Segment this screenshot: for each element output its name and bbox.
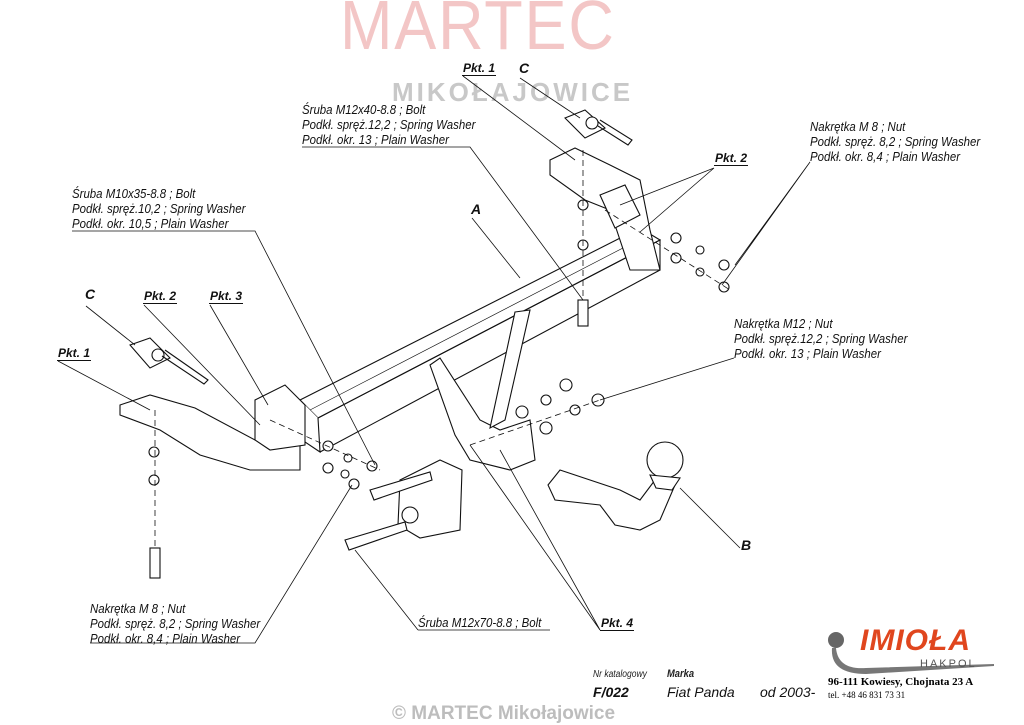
label-pkt2-left: Pkt. 2 [143, 289, 178, 304]
bracket-right [549, 147, 661, 271]
label-pkt3: Pkt. 3 [209, 289, 244, 304]
manufacturer-logo: IMIOŁA [860, 624, 971, 657]
callout-nut-m12: Nakrętka M12 ; Nut Podkł. spręż.12,2 ; S… [734, 316, 907, 361]
clamp-c [129, 109, 633, 385]
callout-bolt-m12x40: Śruba M12x40-8.8 ; Bolt Podkł. spręż.12,… [302, 102, 475, 147]
crossbar-a [299, 227, 662, 454]
bracket-left [119, 384, 306, 471]
callout-line: Nakrętka M 8 ; Nut [810, 119, 906, 134]
manufacturer-address: 96-111 Kowiesy, Chojnata 23 A [828, 676, 974, 688]
leader-lines [57, 75, 811, 644]
brand-label: Marka [667, 668, 695, 680]
brand-value: Fiat Panda [667, 684, 735, 700]
label-part-a: A [471, 201, 482, 217]
manufacturer-phone: tel. +48 46 831 73 31 [828, 690, 906, 700]
watermark-brand: MARTEC [340, 0, 616, 64]
callout-line: Podkł. spręż.12,2 ; Spring Washer [734, 331, 908, 346]
label-pkt1-left: Pkt. 1 [57, 346, 92, 361]
callout-bolt-m12x70: Śruba M12x70-8.8 ; Bolt [418, 615, 542, 630]
callout-line: Podkł. spręż.12,2 ; Spring Washer [302, 117, 476, 132]
label-part-c-left: C [85, 286, 96, 302]
callout-line: Podkł. spręż. 8,2 ; Spring Washer [90, 616, 261, 631]
callout-line: Śruba M12x40-8.8 ; Bolt [302, 102, 426, 117]
callout-line: Śruba M10x35-8.8 ; Bolt [72, 186, 196, 201]
callout-line: Podkł. okr. 13 ; Plain Washer [734, 346, 881, 361]
callout-nut-m8-top: Nakrętka M 8 ; Nut Podkł. spręż. 8,2 ; S… [810, 119, 980, 164]
callout-bolt-m10x35: Śruba M10x35-8.8 ; Bolt Podkł. spręż.10,… [72, 186, 245, 231]
callout-line: Nakrętka M12 ; Nut [734, 316, 833, 331]
towball-b [547, 441, 684, 531]
assembly-axes [154, 150, 731, 548]
callout-line: Podkł. okr. 13 ; Plain Washer [302, 132, 449, 147]
callout-line: Podkł. spręż. 8,2 ; Spring Washer [810, 134, 981, 149]
label-part-c-top: C [519, 60, 530, 76]
bolts [149, 299, 589, 579]
label-part-b: B [741, 537, 752, 553]
washers-nuts [148, 199, 730, 490]
towball-logo-icon [828, 632, 994, 674]
label-pkt2-right: Pkt. 2 [714, 151, 749, 166]
center-plates [397, 309, 536, 539]
catalog-value: F/022 [593, 684, 629, 700]
label-pkt4: Pkt. 4 [600, 616, 635, 631]
manufacturer-sub: HAKPOL [920, 658, 977, 670]
watermark-place: MIKOŁAJOWICE [392, 77, 634, 107]
callout-line: Podkł. okr. 8,4 ; Plain Washer [810, 149, 961, 164]
catalog-label: Nr katalogowy [593, 669, 647, 680]
callout-line: Nakrętka M 8 ; Nut [90, 601, 186, 616]
callout-line: Podkł. spręż.10,2 ; Spring Washer [72, 201, 246, 216]
callout-nut-m8-bottom: Nakrętka M 8 ; Nut Podkł. spręż. 8,2 ; S… [90, 601, 260, 646]
callout-line: Podkł. okr. 8,4 ; Plain Washer [90, 631, 241, 646]
callout-line: Podkł. okr. 10,5 ; Plain Washer [72, 216, 229, 231]
label-pkt1-top: Pkt. 1 [462, 61, 497, 76]
copyright-watermark: © MARTEC Mikołajowice [392, 703, 616, 724]
year-range: od 2003- [760, 684, 816, 700]
